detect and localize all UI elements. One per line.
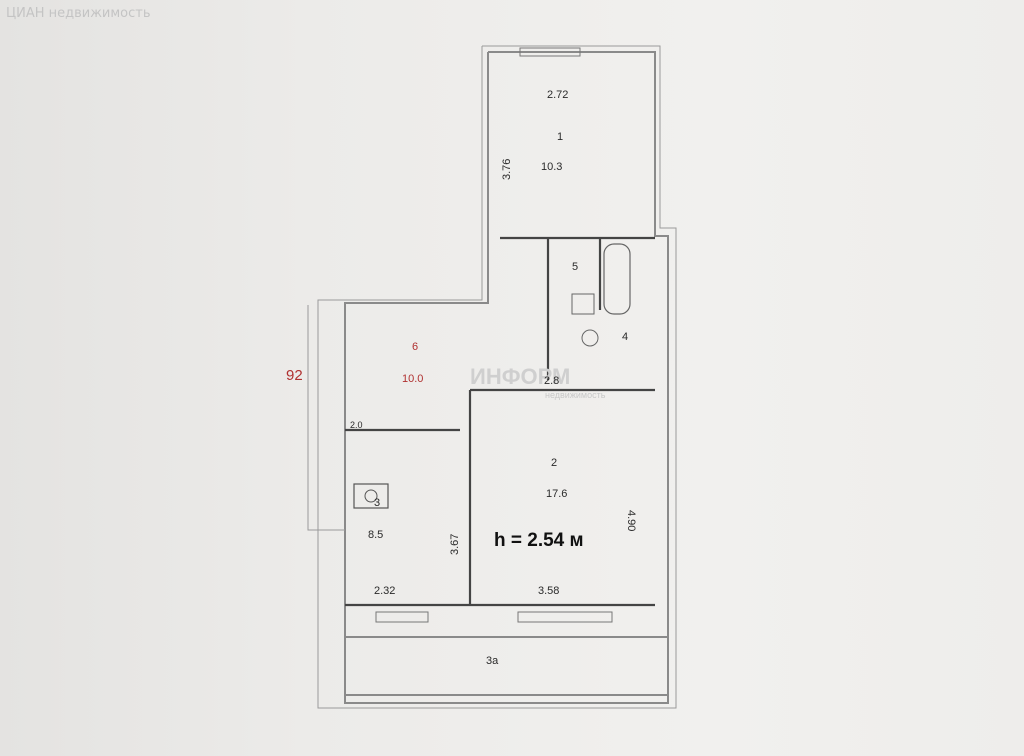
room-2-length: 4.90 xyxy=(625,510,637,531)
interior-walls xyxy=(345,236,668,696)
room-3-area: 8.5 xyxy=(368,529,383,541)
room-5-number: 5 xyxy=(572,261,578,273)
corridor-width: 2.8 xyxy=(544,375,559,387)
room-3-length: 3.67 xyxy=(449,534,461,555)
room-6-number: 6 xyxy=(412,341,418,353)
balcony-label: 3а xyxy=(486,655,499,667)
room-1-number: 1 xyxy=(557,131,563,143)
room-1-width: 2.72 xyxy=(547,89,568,101)
room-3-width: 2.32 xyxy=(374,585,395,597)
room-2-width: 3.58 xyxy=(538,585,559,597)
room-6-area: 10.0 xyxy=(402,373,423,385)
site-watermark: ЦИАН недвижимость xyxy=(6,6,151,21)
sink-icon xyxy=(571,293,595,315)
room-2-number: 2 xyxy=(551,457,557,469)
room-1-area: 10.3 xyxy=(541,161,562,173)
side-number: 92 xyxy=(286,367,303,384)
room-2-area: 17.6 xyxy=(546,488,567,500)
doorway-dim: 2.0 xyxy=(350,420,363,430)
stove-icon xyxy=(353,483,389,509)
windows xyxy=(375,47,613,623)
outer-walls xyxy=(307,45,677,709)
room-3-number: 3 xyxy=(374,497,380,509)
bathtub-icon xyxy=(603,243,631,315)
center-watermark-sub: недвижимость xyxy=(545,390,606,400)
toilet-icon xyxy=(581,329,599,347)
center-watermark: ИНФОРМ xyxy=(470,364,570,389)
ceiling-height-label: h = 2.54 м xyxy=(494,530,584,551)
room-4-number: 4 xyxy=(622,331,628,343)
room-1-length: 3.76 xyxy=(501,159,513,180)
